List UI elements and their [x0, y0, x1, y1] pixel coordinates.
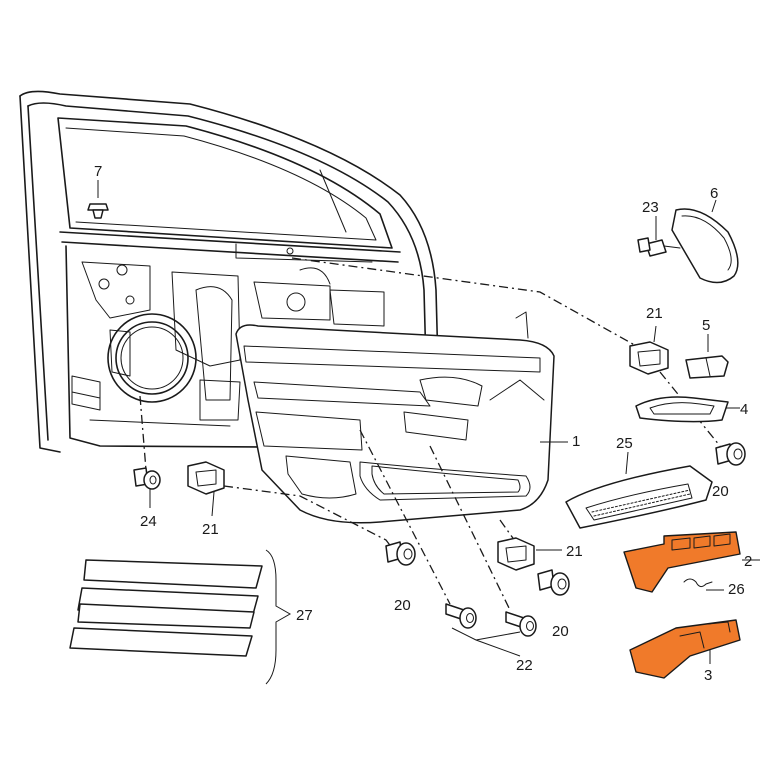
callout-27: 27: [296, 607, 313, 624]
clip-part-21-left: [187, 461, 225, 495]
callout-1: 1: [572, 433, 580, 450]
screw-part-20-a: [715, 442, 746, 466]
callout-5: 5: [702, 317, 710, 334]
cover-part-6: [671, 208, 739, 284]
callout-3: 3: [704, 667, 712, 684]
callout-20-c: 20: [552, 623, 569, 640]
trim-strips-part-27: [69, 549, 292, 685]
clip-part-23: [637, 237, 681, 257]
callout-labels: 1 2 3 4 5 6 7 20 20 20 21 21 21 22 23 24…: [94, 163, 752, 684]
callout-21-c: 21: [566, 543, 583, 560]
clip-part-26: [683, 578, 713, 588]
clip-part-21-right-upper: [629, 341, 669, 375]
plug-part-7: [87, 203, 109, 219]
callout-25: 25: [616, 435, 633, 452]
screw-part-20-b: [385, 541, 416, 566]
callout-6: 6: [710, 185, 718, 202]
bracket-part-3: [629, 619, 741, 679]
callout-23: 23: [642, 199, 659, 216]
clip-part-21-right-lower: [497, 537, 535, 571]
bolt-part-22-b: [505, 611, 537, 637]
bolt-part-22-a: [445, 603, 477, 629]
callout-20-b: 20: [394, 597, 411, 614]
door-trim-panel: [235, 311, 555, 524]
callout-21-a: 21: [646, 305, 663, 322]
switch-housing-part-2: [623, 531, 741, 593]
callout-22: 22: [516, 657, 533, 674]
clip-part-24: [133, 467, 161, 490]
door-shell: [19, 90, 445, 471]
callout-26: 26: [728, 581, 745, 598]
callout-24: 24: [140, 513, 157, 530]
callout-21-b: 21: [202, 521, 219, 538]
storage-tray-part-25: [565, 465, 713, 529]
callout-7: 7: [94, 163, 102, 180]
screw-part-20-c: [537, 569, 570, 596]
leader-lines: [97, 180, 760, 664]
callout-20-a: 20: [712, 483, 729, 500]
callout-2: 2: [744, 553, 752, 570]
callout-4: 4: [740, 401, 748, 418]
bezel-part-4: [635, 396, 729, 423]
switch-part-5: [685, 355, 729, 379]
